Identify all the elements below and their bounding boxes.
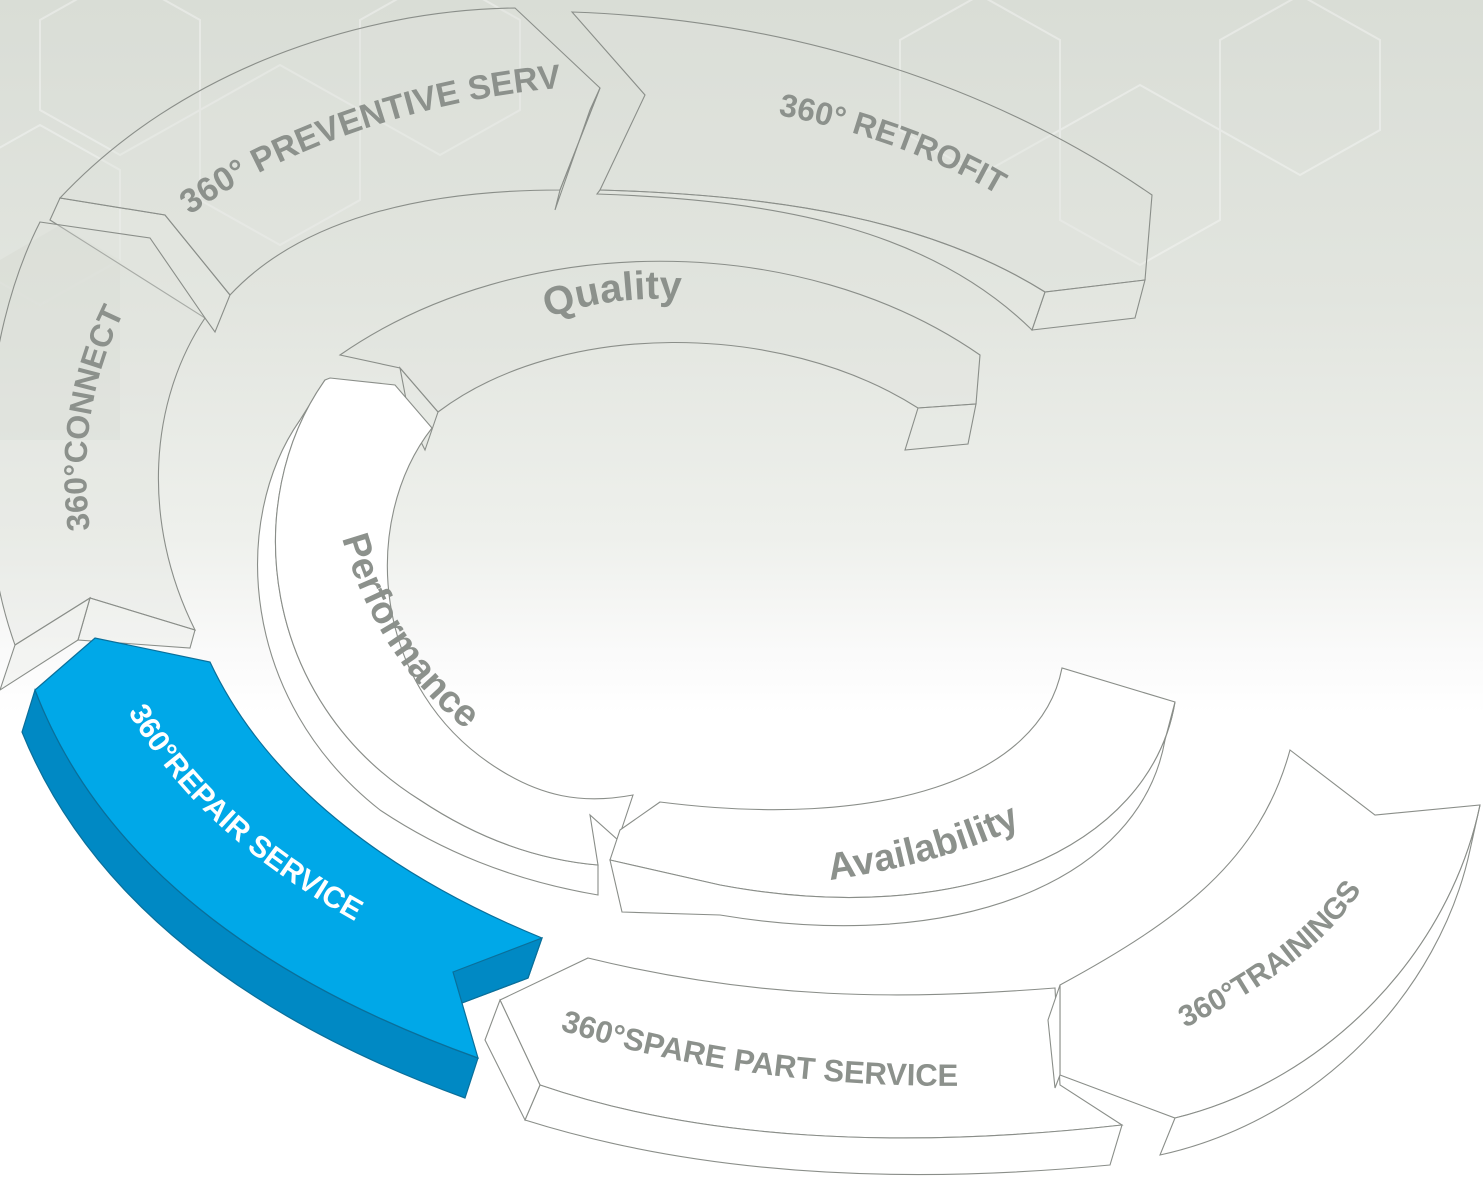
segment-availability[interactable] bbox=[609, 667, 1176, 927]
segment-performance[interactable] bbox=[257, 377, 634, 896]
segment-retrofit[interactable] bbox=[570, 11, 1153, 332]
segment-spare-part-service[interactable] bbox=[484, 957, 1124, 1176]
segment-preventive-service[interactable] bbox=[49, 7, 601, 334]
segment-connect[interactable] bbox=[0, 221, 206, 691]
segment-repair-service[interactable] bbox=[21, 637, 543, 1099]
segment-trainings[interactable] bbox=[1047, 749, 1481, 1156]
hexagon-background bbox=[0, 225, 120, 440]
